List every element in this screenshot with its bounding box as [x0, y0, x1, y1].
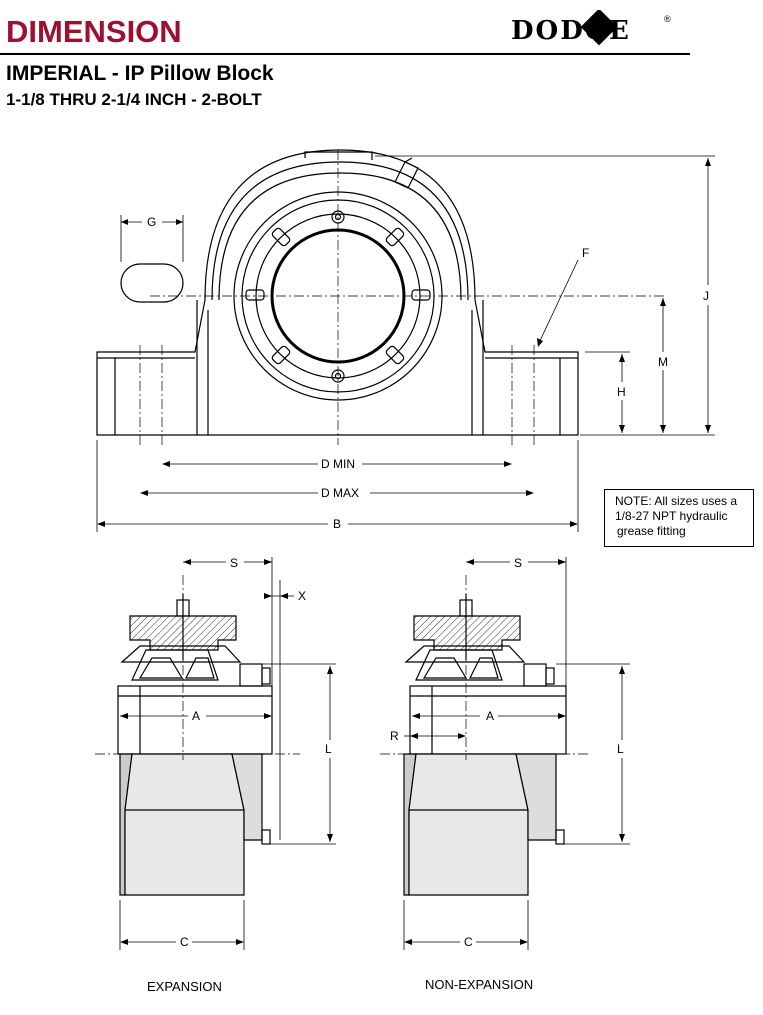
product-subtitle: IMPERIAL - IP Pillow Block: [6, 62, 274, 85]
page-title: DIMENSION: [6, 14, 182, 49]
nonexp-dim-s-label: S: [514, 556, 522, 570]
dim-j-label: J: [703, 289, 709, 303]
size-range: 1-1/8 THRU 2-1/4 INCH - 2-BOLT: [6, 90, 262, 109]
nonexp-dim-l-label: L: [617, 742, 624, 756]
nonexp-dim-r-label: R: [390, 729, 399, 743]
brand-text: DODGE: [511, 16, 631, 46]
note-line-2: 1/8-27 NPT hydraulic: [615, 509, 728, 523]
dim-dmin-label: D MIN: [321, 457, 355, 471]
nonexp-dim-a-label: A: [486, 709, 494, 723]
exp-dim-l-label: L: [325, 742, 332, 756]
exp-dim-s-label: S: [230, 556, 238, 570]
dodge-logo-mark: DODGE ®: [511, 10, 671, 46]
note-box: NOTE: All sizes uses a 1/8-27 NPT hydrau…: [604, 489, 754, 547]
dim-m-label: M: [658, 355, 668, 369]
dim-f-label: F: [582, 246, 589, 260]
exp-dim-x-label: X: [298, 589, 306, 603]
non-expansion-caption: NON-EXPANSION: [425, 977, 534, 992]
expansion-caption: EXPANSION: [147, 979, 222, 994]
dim-g-label: G: [147, 215, 156, 229]
note-line-1: NOTE: All sizes uses a: [615, 494, 738, 508]
dodge-logo: DODGE ®: [510, 10, 680, 50]
dim-h-label: H: [617, 385, 626, 399]
header-rule: [0, 53, 690, 55]
dim-dmax-label: D MAX: [321, 486, 359, 500]
exp-dim-a-label: A: [192, 709, 200, 723]
nonexp-dim-c-label: C: [464, 935, 473, 949]
note-line-3: grease fitting: [617, 524, 686, 538]
dim-b-label: B: [333, 517, 341, 531]
exp-dim-c-label: C: [180, 935, 189, 949]
brand-registered: ®: [664, 14, 671, 24]
